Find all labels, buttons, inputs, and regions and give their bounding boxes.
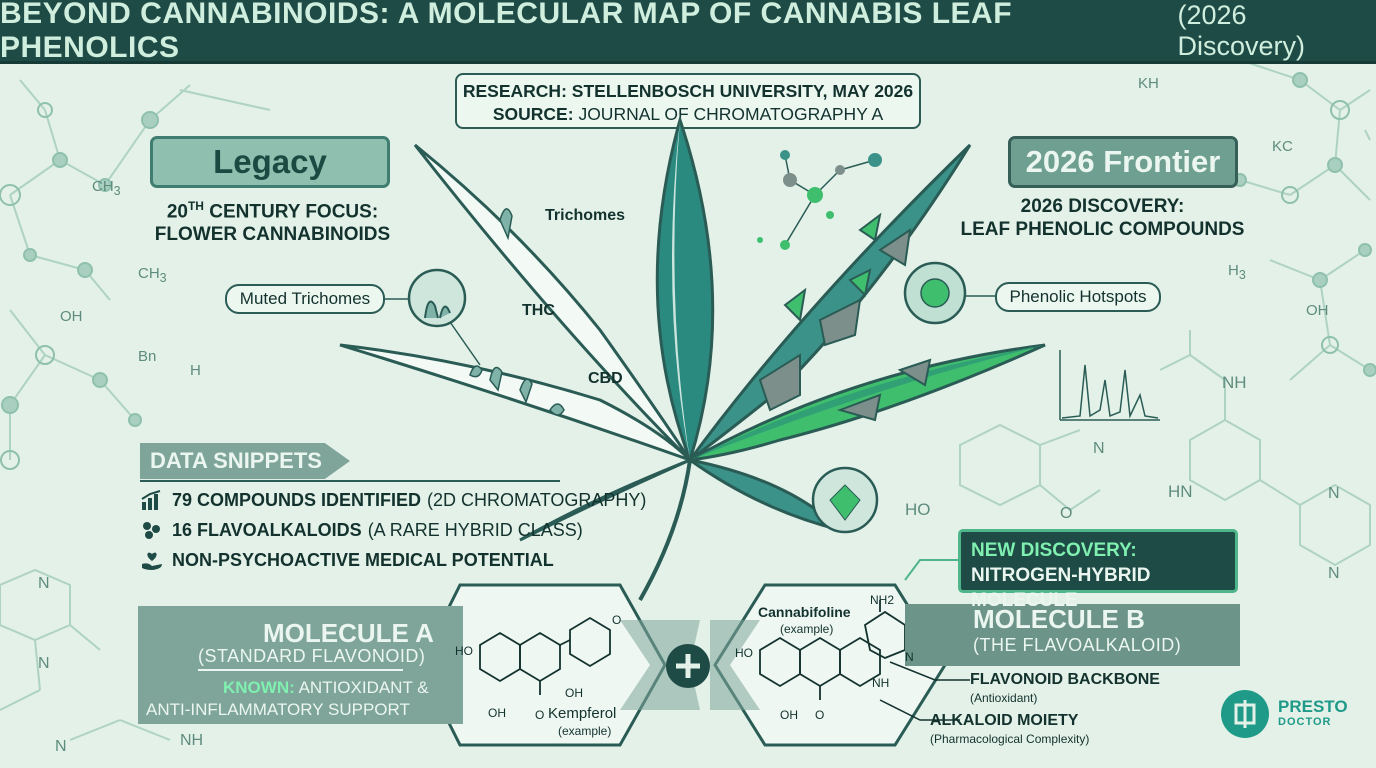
source-line: SOURCE: JOURNAL OF CHROMATOGRAPHY A bbox=[457, 103, 919, 126]
molecule-b-panel: MOLECULE B (THE FLAVOALKALOID) bbox=[905, 604, 1240, 666]
frontier-pill: 2026 Frontier bbox=[1008, 136, 1238, 188]
bar-chart-icon bbox=[141, 490, 161, 510]
alkaloid-moiety-label: ALKALOID MOIETY bbox=[930, 712, 1079, 729]
leaflet-left-lower bbox=[519, 458, 691, 542]
legacy-pill: Legacy bbox=[150, 136, 390, 188]
data-snippets-divider bbox=[140, 480, 560, 482]
frontier-focus-text: 2026 DISCOVERY: LEAF PHENOLIC COMPOUNDS bbox=[960, 196, 1245, 240]
research-line: RESEARCH: STELLENBOSCH UNIVERSITY, MAY 2… bbox=[457, 80, 919, 103]
heart-hand-icon bbox=[142, 552, 162, 570]
leaflet-left-upper bbox=[413, 143, 692, 462]
label-cbd: CBD bbox=[588, 370, 623, 387]
source-label: SOURCE: bbox=[492, 104, 574, 124]
molecule-b-subtitle: (THE FLAVOALKALOID) bbox=[973, 635, 1182, 655]
new-discovery-box: NEW DISCOVERY: NITROGEN-HYBRID MOLECULE bbox=[958, 529, 1238, 611]
molecule-a-subtitle: (STANDARD FLAVONOID) bbox=[198, 646, 426, 666]
molecule-cluster-icon bbox=[143, 522, 160, 539]
flavonoid-backbone-label: FLAVONOID BACKBONE bbox=[970, 671, 1160, 688]
data-snippets-heading: DATA SNIPPETS bbox=[140, 443, 350, 479]
brand-name: PRESTO DOCTOR bbox=[1278, 697, 1348, 729]
label-trichomes: Trichomes bbox=[545, 207, 626, 224]
source-value: JOURNAL OF CHROMATOGRAPHY A bbox=[578, 104, 884, 124]
molecule-a-compound: Kempferol bbox=[548, 705, 617, 722]
page-title: BEYOND CANNABINOIDS: A MOLECULAR MAP OF … bbox=[0, 0, 1013, 64]
page-title-suffix: (2026 Discovery) bbox=[1177, 0, 1306, 61]
callout-phenolic-hotspots: Phenolic Hotspots bbox=[995, 282, 1161, 312]
chromatogram-icon bbox=[1059, 350, 1160, 421]
magnifier-muted-trichomes bbox=[407, 268, 467, 328]
new-discovery-label: NEW DISCOVERY: bbox=[971, 540, 1137, 561]
molecule-a-title: MOLECULE A bbox=[263, 618, 434, 648]
molecule-a-known: KNOWN: ANTIOXIDANT & bbox=[223, 678, 429, 697]
new-discovery-text: NITROGEN-HYBRID MOLECULE bbox=[971, 565, 1151, 611]
molecule-a-compound-note: (example) bbox=[558, 724, 612, 738]
data-snippet-item: NON-PSYCHOACTIVE MEDICAL POTENTIAL bbox=[140, 548, 554, 572]
research-source-box: RESEARCH: STELLENBOSCH UNIVERSITY, MAY 2… bbox=[455, 73, 921, 129]
legacy-focus-text: 20TH CENTURY FOCUS: FLOWER CANNABINOIDS bbox=[154, 199, 391, 246]
data-snippet-item: 16 FLAVOALKALOIDS(A RARE HYBRID CLASS) bbox=[140, 518, 583, 542]
alkaloid-moiety-note: (Pharmacological Complexity) bbox=[930, 732, 1090, 746]
leaflet-center bbox=[655, 114, 715, 465]
molecule-a-known-line2: ANTI-INFLAMMATORY SUPPORT bbox=[146, 700, 410, 719]
molecule-b-title: MOLECULE B bbox=[973, 604, 1145, 634]
flavonoid-backbone-note: (Antioxidant) bbox=[970, 691, 1038, 705]
molecule-a-panel: MOLECULE A (STANDARD FLAVONOID) KNOWN: A… bbox=[138, 606, 463, 724]
label-thc: THC bbox=[522, 302, 555, 319]
data-snippet-item: 79 COMPOUNDS IDENTIFIED(2D CHROMATOGRAPH… bbox=[140, 488, 646, 512]
molecule-b-compound: Cannabifoline bbox=[758, 604, 851, 620]
research-label: RESEARCH: bbox=[462, 81, 567, 101]
title-bar: BEYOND CANNABINOIDS: A MOLECULAR MAP OF … bbox=[0, 0, 1376, 64]
molecule-b-compound-note: (example) bbox=[780, 622, 834, 636]
research-value: STELLENBOSCH UNIVERSITY, MAY 2026 bbox=[571, 81, 914, 101]
callout-muted-trichomes: Muted Trichomes bbox=[225, 284, 385, 314]
